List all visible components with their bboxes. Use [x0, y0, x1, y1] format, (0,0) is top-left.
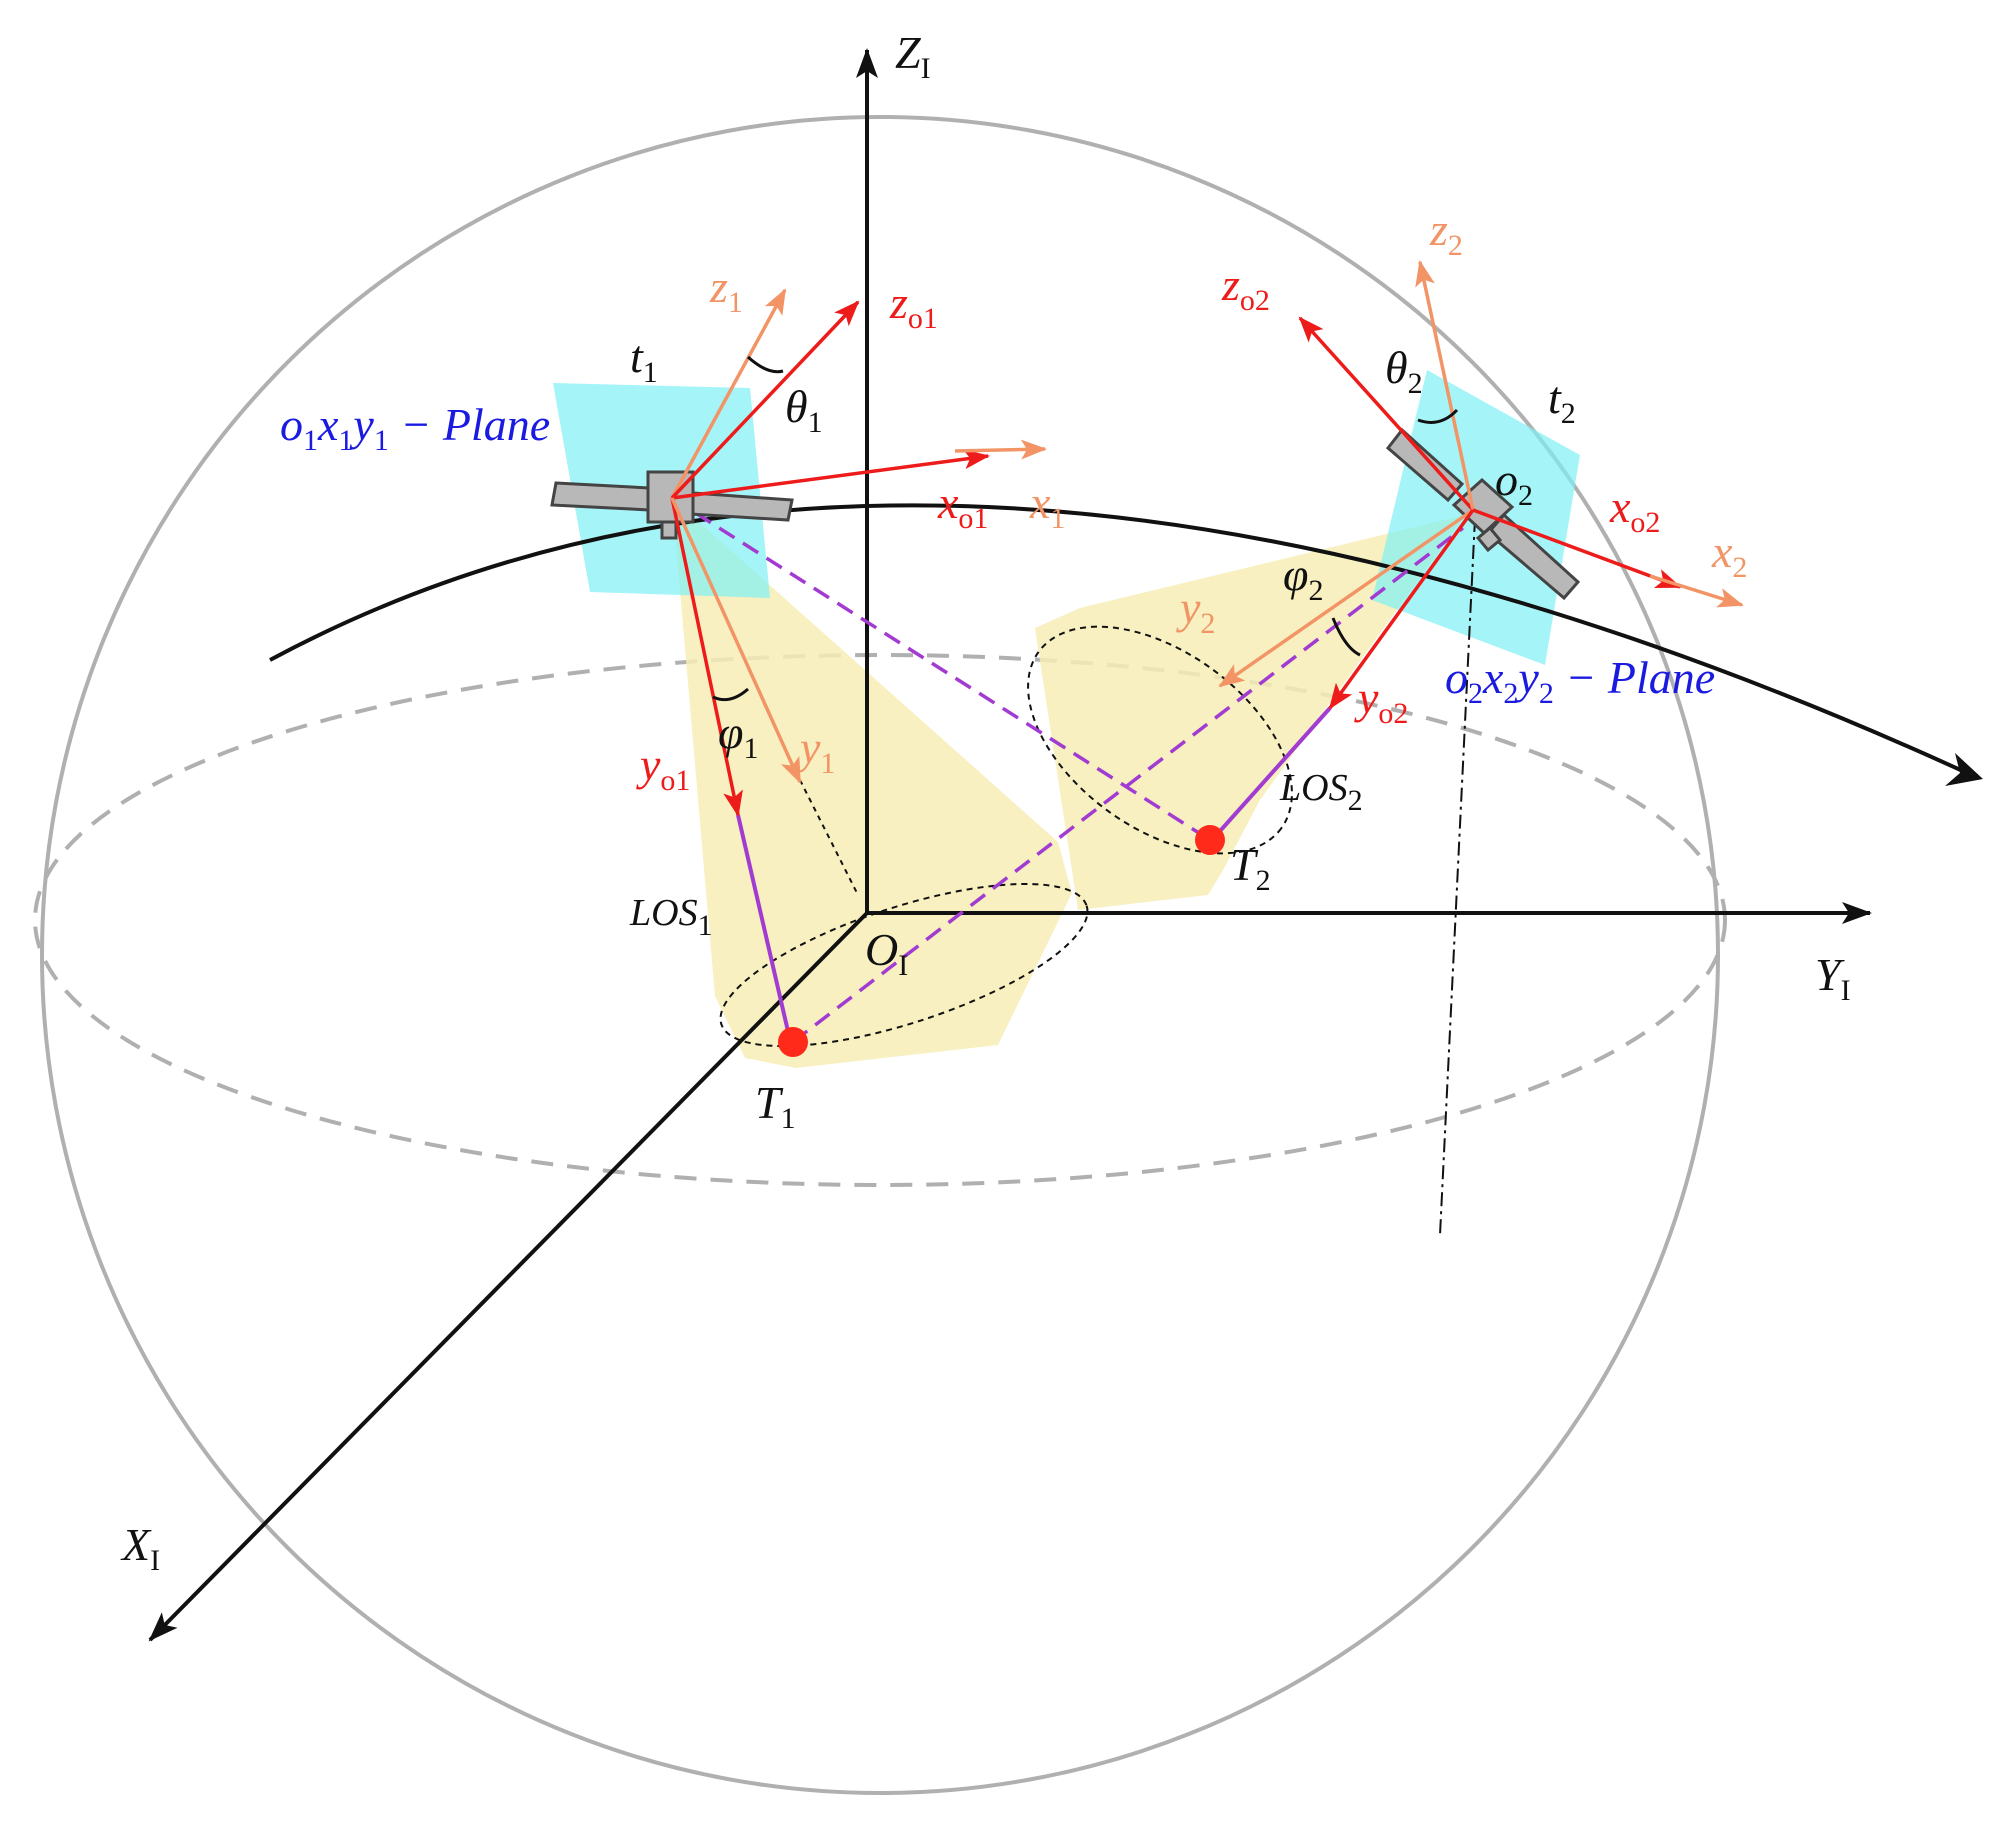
- sat1-time-label: t1: [630, 331, 658, 389]
- footprint-ellipse-2: [1027, 625, 1293, 855]
- sat2-plane-label: o2x2y2 − Plane: [1445, 652, 1715, 710]
- sat1-z-orbit-arrow: [670, 300, 860, 500]
- sat2-nadir-line: [1439, 517, 1476, 1236]
- sat2-time-label: t2: [1548, 372, 1576, 430]
- target-t1: [778, 1027, 808, 1057]
- orbit-arrow-head: [1945, 753, 1983, 786]
- sat2-theta-arc: [1417, 408, 1459, 424]
- satellite-1-icon: [550, 470, 794, 540]
- sat2-y-body-label: y2: [1176, 582, 1215, 640]
- y-axis-label: YI: [1815, 949, 1851, 1007]
- sat1-y-body-arrow: [670, 497, 802, 784]
- sat1-y-orbit-label: yo1: [636, 739, 690, 797]
- sat2-z-body-label: z2: [1429, 204, 1463, 262]
- satellite-2-icon: [1385, 427, 1581, 601]
- sat1-y-orbit-arrow: [670, 497, 743, 817]
- sat2-los-label: LOS2: [1279, 767, 1363, 817]
- x-axis-label: XI: [120, 1519, 160, 1577]
- sat1-x-orbit-arrow: [671, 449, 990, 500]
- target-t2-label: T2: [1230, 839, 1271, 897]
- los2-line: [1210, 706, 1332, 842]
- equator-ellipse: [33, 653, 1727, 1187]
- footprint-ellipse-1: [719, 882, 1089, 1048]
- sat2-x-orbit-label: xo2: [1609, 481, 1660, 539]
- sat1-plane-label: o1x1y1 − Plane: [280, 399, 550, 457]
- sat1-x-body-label: x1: [1029, 477, 1065, 535]
- t1-to-sat2-dashed: [791, 526, 1465, 1044]
- sat1-to-t2-dashed: [671, 496, 1211, 842]
- sat2-z-orbit-arrow: [1298, 316, 1475, 512]
- sat2-y-orbit-label: yo2: [1354, 672, 1408, 730]
- sat2-x-orbit-arrow: [1472, 508, 1682, 589]
- sat1-x-body-arrow: [954, 439, 1047, 460]
- cone1-edge: [799, 779, 859, 896]
- sat1-x-orbit-label: xo1: [937, 477, 988, 535]
- sat2-z-orbit-label: zo2: [1221, 259, 1270, 317]
- sat1-theta-label: θ1: [785, 381, 823, 439]
- sat2-phi-arc: [1331, 617, 1361, 657]
- sat2-origin-label: o2: [1495, 454, 1533, 512]
- sat2-x-body-label: x2: [1711, 526, 1747, 584]
- sat1-theta-arc: [746, 355, 784, 374]
- sat2-phi-label: φ2: [1283, 549, 1323, 607]
- sat2-y-body-arrow: [1218, 508, 1474, 688]
- target-t2: [1195, 825, 1225, 855]
- z-axis-label: ZI: [895, 27, 931, 85]
- sat1-los-label: LOS1: [629, 892, 713, 942]
- sat1-z-body-label: z1: [709, 261, 743, 319]
- sat1-z-body-arrow: [670, 288, 787, 499]
- origin-label: OI: [865, 924, 908, 982]
- x-axis: [148, 911, 869, 1642]
- fov-cone-2: [1035, 515, 1465, 910]
- fov-cone-1: [672, 498, 1072, 1068]
- target-t1-label: T1: [755, 1077, 796, 1135]
- sat1-phi-label: φ1: [718, 707, 758, 765]
- sat1-phi-arc: [712, 687, 749, 702]
- sat2-y-orbit-arrow: [1328, 508, 1475, 710]
- los1-line: [736, 814, 792, 1041]
- sat1-y-body-label: y1: [796, 722, 835, 780]
- sat2-theta-label: θ2: [1385, 342, 1423, 400]
- sat1-z-orbit-label: zo1: [889, 277, 938, 335]
- orbit-arc: [269, 503, 1980, 780]
- sat2-z-body-arrow: [1415, 260, 1475, 511]
- earth-sphere: [40, 115, 1720, 1795]
- sat2-x-body-arrow: [1649, 574, 1744, 608]
